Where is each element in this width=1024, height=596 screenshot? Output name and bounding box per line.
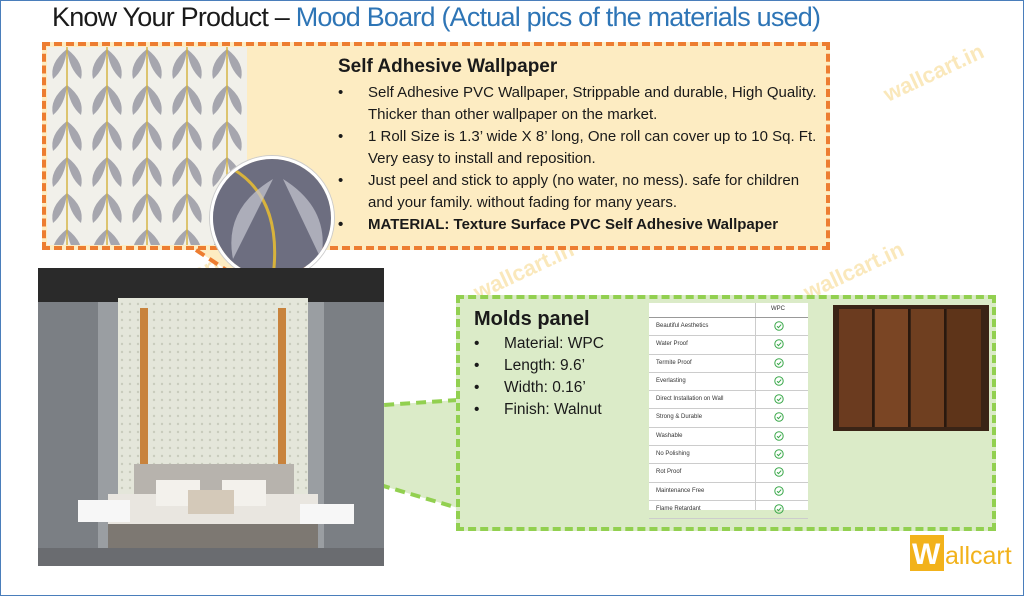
table-row: Washable <box>649 428 808 447</box>
table-row: Termite Proof <box>649 355 808 373</box>
check-icon <box>774 467 784 478</box>
list-item: MATERIAL: Texture Surface PVC Self Adhes… <box>338 214 818 236</box>
walnut-panel-image <box>833 305 989 431</box>
title-prefix: Know Your Product – <box>52 2 296 32</box>
table-row-label: Termite Proof <box>656 359 692 366</box>
check-icon <box>774 376 784 386</box>
logo-text: allcart <box>945 542 1012 570</box>
check-icon <box>774 394 784 404</box>
table-row: Rot Proof <box>649 464 808 483</box>
table-row: No Polishing <box>649 446 808 465</box>
check-icon <box>774 357 784 368</box>
table-row-label: Water Proof <box>656 341 688 348</box>
table-row: Direct Installation on Wall <box>649 391 808 410</box>
table-row: Strong & Durable <box>649 409 808 428</box>
table-row-label: Strong & Durable <box>656 414 703 421</box>
check-icon <box>774 321 784 331</box>
table-row: Everlasting <box>649 373 808 392</box>
check-icon <box>774 449 784 459</box>
table-row: Beautiful Aesthetics <box>649 318 808 337</box>
wallpaper-bullets: Self Adhesive PVC Wallpaper, Strippable … <box>338 82 818 236</box>
list-item: Self Adhesive PVC Wallpaper, Strippable … <box>338 82 818 126</box>
table-row-label: Flame Retardant <box>656 505 701 512</box>
list-item: Width: 0.16’ <box>474 377 604 399</box>
table-row: Water Proof <box>649 336 808 355</box>
list-item: Length: 9.6’ <box>474 355 604 377</box>
list-item: Just peel and stick to apply (no water, … <box>338 170 818 214</box>
list-item: Material: WPC <box>474 333 604 355</box>
table-row-label: Washable <box>656 432 683 439</box>
table-row-label: No Polishing <box>656 451 690 458</box>
logo-initial: W <box>912 538 941 571</box>
wallcart-logo <box>910 535 944 571</box>
list-item: 1 Roll Size is 1.3’ wide X 8’ long, One … <box>338 126 818 170</box>
table-row: Maintenance Free <box>649 483 808 501</box>
molds-title: Molds panel <box>474 308 590 330</box>
check-icon <box>774 504 784 514</box>
bedroom-render-image <box>38 268 384 566</box>
table-header: WPC <box>649 303 808 318</box>
molds-bullets: Material: WPC Length: 9.6’ Width: 0.16’ … <box>474 333 604 421</box>
wallpaper-closeup-image <box>210 156 334 280</box>
table-row-label: Direct Installation on Wall <box>656 396 724 403</box>
table-row-label: Everlasting <box>656 377 686 384</box>
page-title: Know Your Product – Mood Board (Actual p… <box>52 2 821 33</box>
table-row-label: Maintenance Free <box>656 487 705 494</box>
check-icon <box>774 485 784 496</box>
title-subtitle: Mood Board (Actual pics of the materials… <box>295 2 821 32</box>
table-row-label: Rot Proof <box>656 469 682 476</box>
check-icon <box>774 412 784 423</box>
table-row-label: Beautiful Aesthetics <box>656 323 709 329</box>
list-item: Finish: Walnut <box>474 399 604 421</box>
wallpaper-title: Self Adhesive Wallpaper <box>338 56 558 77</box>
check-icon <box>774 339 784 349</box>
table-row: Flame Retardant <box>649 501 808 520</box>
check-icon <box>774 431 784 441</box>
